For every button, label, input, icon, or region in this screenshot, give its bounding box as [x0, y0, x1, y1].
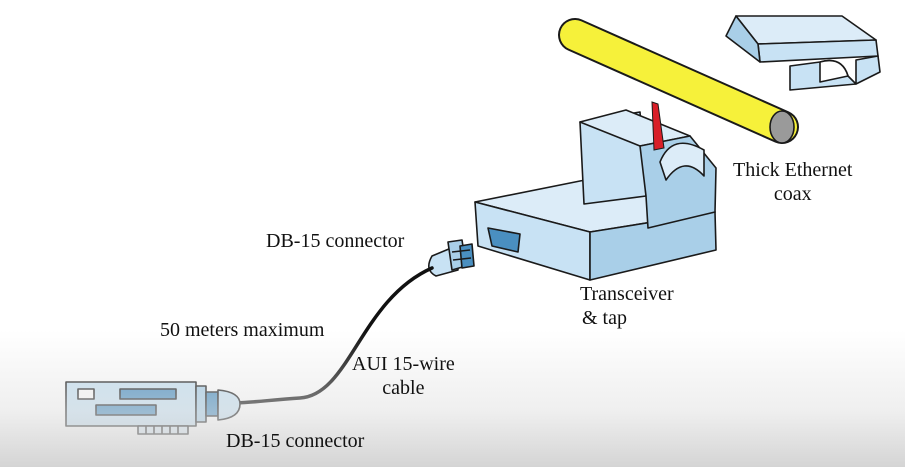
coax-end-icon [769, 110, 795, 144]
label-max-length: 50 meters maximum [160, 319, 325, 341]
label-aui-cable: AUI 15-wire cable [352, 353, 455, 399]
label-thick-ethernet-coax: Thick Ethernet coax [733, 159, 853, 205]
label-transceiver-tap: Transceiver & tap [580, 283, 674, 329]
coax-clamp-cap [725, 15, 881, 91]
db15-connector-top [428, 239, 475, 277]
label-db15-connector-bottom: DB-15 connector [226, 430, 365, 452]
tap-pin-icon [651, 101, 665, 151]
transceiver-tap [474, 109, 717, 281]
network-interface-card [65, 381, 241, 435]
label-db15-connector-top: DB-15 connector [266, 230, 405, 252]
db15-port-icon [487, 227, 521, 253]
thick-ethernet-coax [558, 18, 799, 144]
